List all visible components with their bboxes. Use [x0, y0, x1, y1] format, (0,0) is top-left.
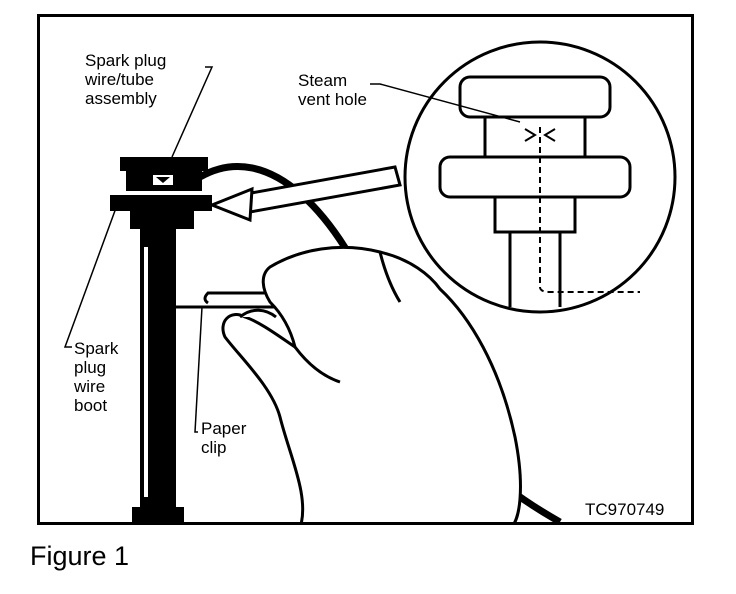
spark-plug-wire-tube-assembly [110, 157, 212, 229]
pointer-arrow [207, 165, 402, 223]
label-paper-clip: Paper clip [201, 419, 247, 457]
wire-tube [132, 227, 184, 522]
drawing-code: TC970749 [585, 500, 665, 519]
figure-frame: Spark plug wire/tube assembly Steam vent… [37, 14, 694, 525]
figure-caption: Figure 1 [30, 541, 130, 571]
leader-lines [63, 66, 521, 433]
magnified-detail [403, 40, 677, 314]
illustration [63, 40, 677, 522]
label-spark-plug-wire-tube-assembly: Spark plug wire/tube assembly [85, 51, 167, 108]
hand [221, 245, 522, 522]
label-spark-plug-wire-boot: Spark plug wire boot [74, 339, 119, 415]
label-steam-vent-hole: Steam vent hole [298, 71, 367, 109]
